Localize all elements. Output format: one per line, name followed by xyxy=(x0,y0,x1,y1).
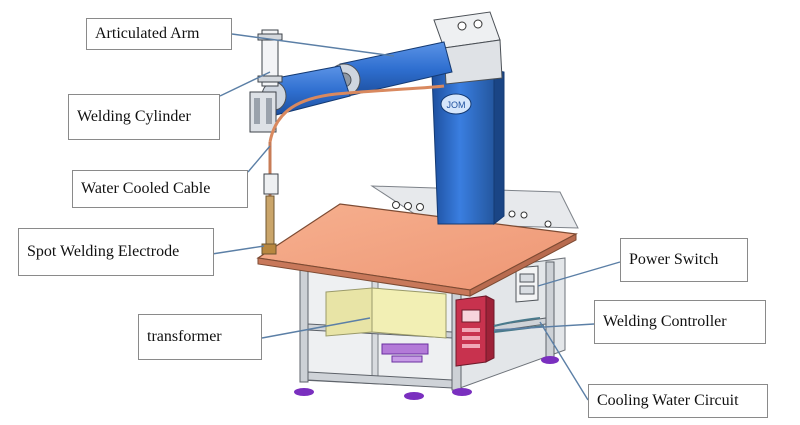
label-welding-cylinder: Welding Cylinder xyxy=(68,94,220,140)
leader-lines xyxy=(211,33,621,401)
label-spot-welding-electrode: Spot Welding Electrode xyxy=(18,228,214,276)
blue-column: JOM xyxy=(431,69,505,226)
label-transformer: transformer xyxy=(138,314,262,360)
label-cooling-water-circuit: Cooling Water Circuit xyxy=(588,384,768,418)
label-articulated-arm: Articulated Arm xyxy=(86,18,232,50)
table-top xyxy=(256,203,578,297)
label-power-switch: Power Switch xyxy=(620,238,748,282)
label-water-cooled-cable: Water Cooled Cable xyxy=(72,170,248,208)
spot-welding-electrode xyxy=(261,173,279,255)
articulated-arm xyxy=(261,11,503,117)
welding-controller-box xyxy=(455,295,495,367)
power-switch-box xyxy=(515,265,539,303)
welding-cylinder xyxy=(249,29,283,133)
label-welding-controller: Welding Controller xyxy=(594,300,766,344)
svg-text:JOM: JOM xyxy=(447,100,466,110)
